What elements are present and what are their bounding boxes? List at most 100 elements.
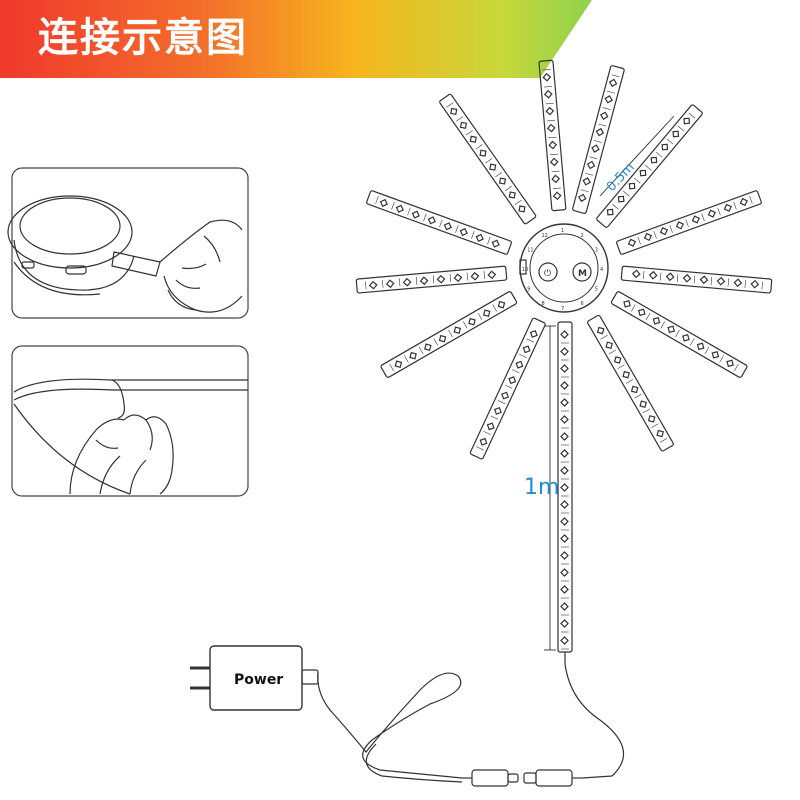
led-chip <box>551 174 561 184</box>
radial-strip <box>439 93 537 225</box>
port-number: 7 <box>561 306 564 312</box>
resistor-mark <box>653 230 657 239</box>
led-chip <box>508 191 516 199</box>
led-chip <box>498 177 507 185</box>
led-chip <box>424 343 432 351</box>
resistor-mark <box>433 338 439 346</box>
resistor-mark <box>644 164 652 171</box>
led-chip <box>560 568 569 577</box>
led-chip <box>560 398 569 407</box>
resistor-mark <box>580 189 589 193</box>
led-chip <box>560 500 569 509</box>
power-button-icon: ⏻ <box>544 268 551 279</box>
resistor-mark <box>733 201 737 210</box>
resistor-mark <box>449 273 452 282</box>
resistor-mark <box>744 279 746 288</box>
resistor-mark <box>608 349 617 355</box>
led-chip <box>560 551 569 560</box>
radial-strip <box>596 104 703 228</box>
resistor-mark <box>719 355 724 363</box>
led-chip <box>665 272 675 282</box>
resistor-mark <box>634 393 642 399</box>
resistor-mark <box>701 213 705 222</box>
led-chip <box>560 534 569 543</box>
led-chip <box>438 334 447 343</box>
resistor-mark <box>465 130 473 136</box>
resistor-mark <box>497 400 506 405</box>
led-chip <box>479 437 488 446</box>
resistor-mark <box>512 369 520 374</box>
port-number: 1 <box>561 228 564 234</box>
resistor-mark <box>404 355 409 363</box>
resistor-mark <box>659 272 662 281</box>
resistor-mark <box>727 278 730 287</box>
radial-strip <box>587 314 674 452</box>
led-chip <box>549 157 559 167</box>
resistor-mark <box>749 196 753 204</box>
led-chip <box>443 222 452 231</box>
led-chip <box>672 130 680 138</box>
led-chip <box>648 270 658 280</box>
led-chip <box>560 602 569 611</box>
led-chip <box>683 117 691 125</box>
led-chip <box>639 169 647 177</box>
led-chip <box>402 277 412 287</box>
radial-strip <box>380 291 518 378</box>
resistor-mark <box>643 270 645 279</box>
led-chip <box>470 271 480 281</box>
led-chip <box>711 351 720 359</box>
resistor-mark <box>456 116 464 122</box>
resistor-mark <box>475 144 483 150</box>
resistor-mark <box>389 363 394 372</box>
led-chip <box>560 330 569 339</box>
led-chip <box>409 351 417 360</box>
led-chip <box>493 406 502 415</box>
resistor-mark <box>544 86 553 88</box>
led-chip <box>469 135 477 143</box>
led-chip <box>475 233 484 242</box>
resistor-mark <box>415 276 418 285</box>
mode-button[interactable] <box>572 262 592 282</box>
resistor-mark <box>547 119 556 122</box>
banner-gradient <box>0 0 592 78</box>
page-title: 连接示意图 <box>38 15 248 61</box>
resistor-mark <box>407 207 411 216</box>
resistor-mark <box>688 112 696 119</box>
resistor-mark <box>466 272 469 281</box>
power-label: Power <box>234 672 283 688</box>
led-chip <box>427 216 436 225</box>
led-chip <box>739 197 748 207</box>
resistor-mark <box>553 187 562 189</box>
resistor-mark <box>382 279 384 288</box>
led-chip <box>696 342 705 351</box>
resistor-mark <box>637 236 641 245</box>
led-chip <box>560 466 569 475</box>
led-chip <box>560 619 569 628</box>
led-chip <box>529 329 538 338</box>
resistor-mark <box>504 186 512 192</box>
port-number: 2 <box>581 233 584 239</box>
resistor-mark <box>623 190 630 197</box>
led-chip <box>560 364 569 373</box>
radial-strip <box>355 265 508 294</box>
resistor-mark <box>514 199 522 206</box>
led-chip <box>652 317 661 325</box>
resistor-mark <box>365 281 367 290</box>
inset-peel-adhesive <box>11 345 249 497</box>
resistor-mark <box>631 304 636 312</box>
led-chip <box>515 360 524 369</box>
led-chip <box>560 517 569 526</box>
resistor-mark <box>448 329 453 338</box>
resistor-mark <box>551 170 560 173</box>
led-chip <box>691 215 700 224</box>
led-chip <box>545 106 555 116</box>
radial-strip <box>610 291 748 378</box>
power-button[interactable] <box>538 262 558 282</box>
led-chip <box>508 376 517 385</box>
resistor-mark <box>550 153 559 156</box>
resistor-mark <box>659 438 668 443</box>
resistor-mark <box>485 158 493 164</box>
led-chip <box>419 276 429 286</box>
controller-hub <box>519 223 609 313</box>
